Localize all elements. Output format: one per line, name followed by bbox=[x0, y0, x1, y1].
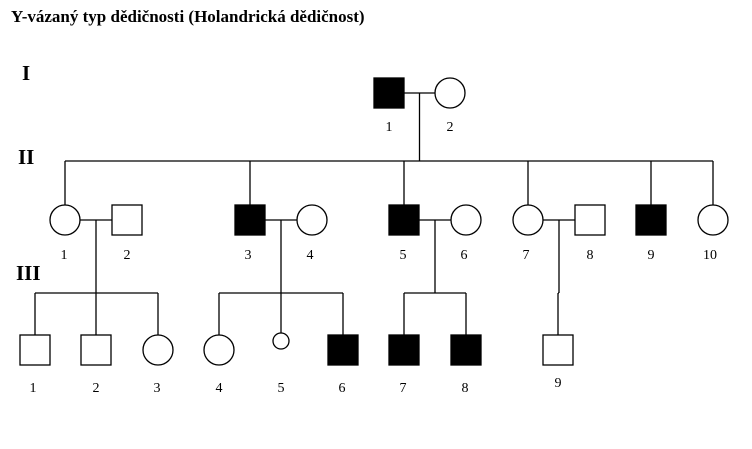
ii-6-number-label: 6 bbox=[461, 248, 468, 263]
ii-8-number-label: 8 bbox=[587, 248, 594, 263]
ii-8-male-square bbox=[574, 204, 606, 236]
ii-3-number-label: 3 bbox=[245, 248, 252, 263]
ii-9-number-label: 9 bbox=[648, 248, 655, 263]
ii-6-female-circle bbox=[450, 204, 482, 236]
ii-1-number-label: 1 bbox=[61, 248, 68, 263]
iii-1-male-square bbox=[19, 334, 51, 366]
iii-7-number-label: 7 bbox=[400, 381, 407, 396]
ii-5-male-square bbox=[388, 204, 420, 236]
ii-5-number-label: 5 bbox=[400, 248, 407, 263]
iii-9-male-square bbox=[542, 334, 574, 366]
pedigree-lines bbox=[34, 92, 714, 335]
ii-4-number-label: 4 bbox=[307, 248, 314, 263]
i-2-number-label: 2 bbox=[447, 120, 454, 135]
ii-7-female-circle bbox=[512, 204, 544, 236]
pedigree-individuals: 1 2 1 2 3 4 5 6 7 8 9 10 1 2 3 4 5 6 7 8 9 bbox=[19, 77, 729, 396]
iii-6-male-square bbox=[327, 334, 359, 366]
iii-4-number-label: 4 bbox=[216, 381, 223, 396]
iii-8-number-label: 8 bbox=[462, 381, 469, 396]
iii-3-female-circle bbox=[142, 334, 174, 366]
generation-label-II: II bbox=[18, 145, 34, 169]
i-1-number-label: 1 bbox=[386, 120, 393, 135]
iii-1-number-label: 1 bbox=[30, 381, 37, 396]
ii-7-number-label: 7 bbox=[523, 248, 530, 263]
ii-10-female-circle bbox=[697, 204, 729, 236]
diagram-title: Y-vázaný typ dědičnosti (Holandrická děd… bbox=[11, 7, 365, 26]
ii-9-male-square bbox=[635, 204, 667, 236]
iii-5-female-circle bbox=[272, 332, 290, 350]
generation-label-III: III bbox=[16, 261, 41, 285]
iii-3-number-label: 3 bbox=[154, 381, 161, 396]
iii-8-male-square bbox=[450, 334, 482, 366]
iii-2-number-label: 2 bbox=[93, 381, 100, 396]
ii-3-male-square bbox=[234, 204, 266, 236]
iii-2-male-square bbox=[80, 334, 112, 366]
ii-1-female-circle bbox=[49, 204, 81, 236]
iii-9-number-label: 9 bbox=[555, 376, 562, 391]
generation-label-I: I bbox=[22, 61, 30, 85]
ii-4-female-circle bbox=[296, 204, 328, 236]
ii-10-number-label: 10 bbox=[703, 248, 717, 263]
iii-7-male-square bbox=[388, 334, 420, 366]
iii-6-number-label: 6 bbox=[339, 381, 346, 396]
i-1-male-square bbox=[373, 77, 405, 109]
iii-5-number-label: 5 bbox=[278, 381, 285, 396]
iii-4-female-circle bbox=[203, 334, 235, 366]
i-2-female-circle bbox=[434, 77, 466, 109]
ii-2-male-square bbox=[111, 204, 143, 236]
ii-2-number-label: 2 bbox=[124, 248, 131, 263]
